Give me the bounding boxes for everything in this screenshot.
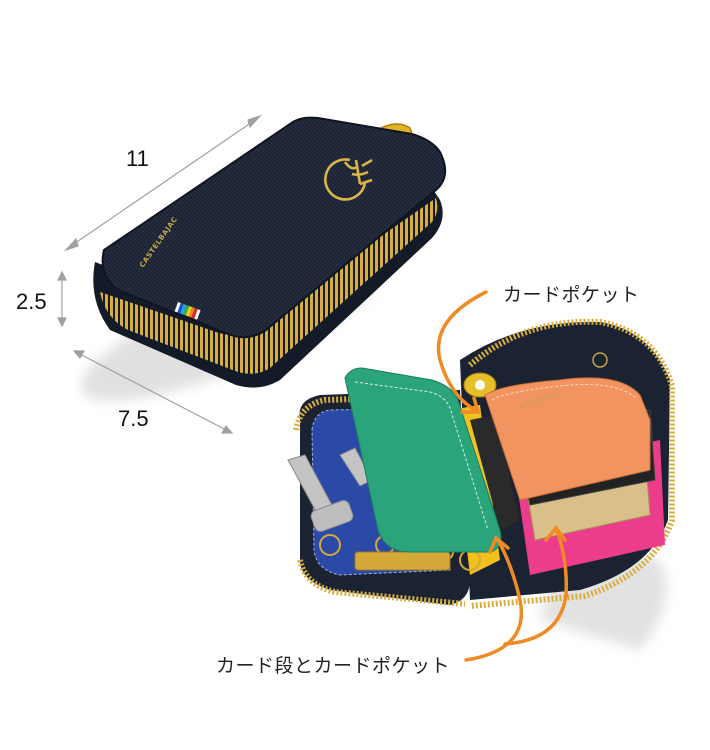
width-label: 7.5 (118, 406, 149, 431)
closed-key-case: CASTELBAJAC (80, 116, 447, 401)
arrow-head-icon (460, 396, 481, 414)
length-line (67, 117, 259, 249)
arrow-card-pocket (503, 526, 569, 646)
arrow-head-icon (57, 317, 67, 328)
rainbow-tab (174, 302, 201, 320)
orange-card-pocket (484, 377, 651, 501)
arrow-head-icon (488, 535, 510, 554)
arrow-head-icon (220, 424, 234, 434)
length-label: 11 (126, 146, 149, 171)
arrow-top-pocket (436, 290, 488, 412)
dimension-lines (57, 114, 262, 434)
open-key-case: SF ✚ CASTELBAJAC (287, 318, 675, 650)
arrow-head-icon (72, 350, 86, 360)
arrow-head-icon (64, 237, 79, 252)
callout-card-pocket: カードポケット (503, 284, 640, 306)
arrow-head-icon (57, 270, 67, 281)
zipper (100, 198, 438, 374)
arrow-head-icon (544, 525, 567, 542)
width-line (75, 351, 231, 433)
height-label: 2.5 (16, 289, 47, 314)
brand-logo (324, 158, 373, 201)
zipper (468, 318, 675, 609)
arrow-card-tier (464, 538, 523, 662)
arrow-head-icon (247, 114, 262, 129)
callout-card-tier-and-pocket: カード段とカードポケット (216, 655, 451, 677)
callout-arrows (436, 290, 569, 662)
